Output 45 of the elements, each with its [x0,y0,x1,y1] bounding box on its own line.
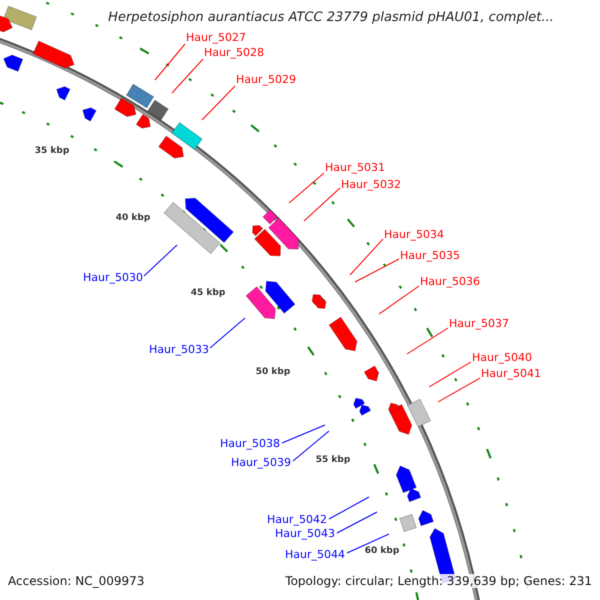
leader-line [406,328,448,354]
scale-label: 40 kbp [116,212,150,225]
leader-line [438,378,480,402]
map-title: Herpetosiphon aurantiacus ATCC 23779 plasmid pHAU01, complet... [107,11,555,25]
gene-label: Haur_5029 [236,73,296,87]
leader-line [346,534,390,554]
gene-label: Haur_5042 [266,513,327,527]
accession-note: Accession: NC_009973 [8,574,144,588]
leader-line [202,86,236,120]
leader-line [336,512,378,534]
leader-line [292,430,330,462]
leader-line [354,258,400,282]
scale-label: 45 kbp [190,287,226,300]
gene-label: Haur_5027 [186,31,246,45]
leader-line [288,172,324,204]
leader-line [378,286,420,314]
gene-label: Haur_5034 [384,228,444,242]
gene-label: Haur_5035 [400,249,460,263]
leader-line [350,238,384,276]
gene-label: Haur_5031 [325,161,386,175]
gene-label: Haur_5033 [148,343,209,357]
leader-line [172,58,204,94]
gene-label: Haur_5028 [204,46,264,60]
scale-label: 35 kbp [34,145,70,158]
leader-line [282,424,326,444]
gene-label: Haur_5032 [341,178,402,192]
leader-line [428,362,472,388]
gene-label: Haur_5044 [284,548,345,562]
gene-label: Haur_5030 [82,271,143,285]
gene-label: Haur_5039 [230,456,291,470]
gene-label: Haur_5038 [220,437,280,451]
scale-label: 60 kbp [364,545,400,558]
scale-label: 55 kbp [316,454,350,467]
gene-label: Haur_5036 [420,275,480,289]
genome-summary: Topology: circular; Length: 339,639 bp; Genes: 231 [285,574,592,588]
leader-line [154,44,186,80]
leader-line [144,244,178,276]
gene-label: Haur_5041 [481,367,542,381]
gene-label: Haur_5043 [274,527,335,541]
scale-label: 50 kbp [256,366,290,379]
leader-line [304,188,340,222]
gene-label: Haur_5037 [449,317,510,331]
leader-line [328,496,370,520]
gene-label: Haur_5040 [472,351,532,365]
leader-line [210,318,246,348]
